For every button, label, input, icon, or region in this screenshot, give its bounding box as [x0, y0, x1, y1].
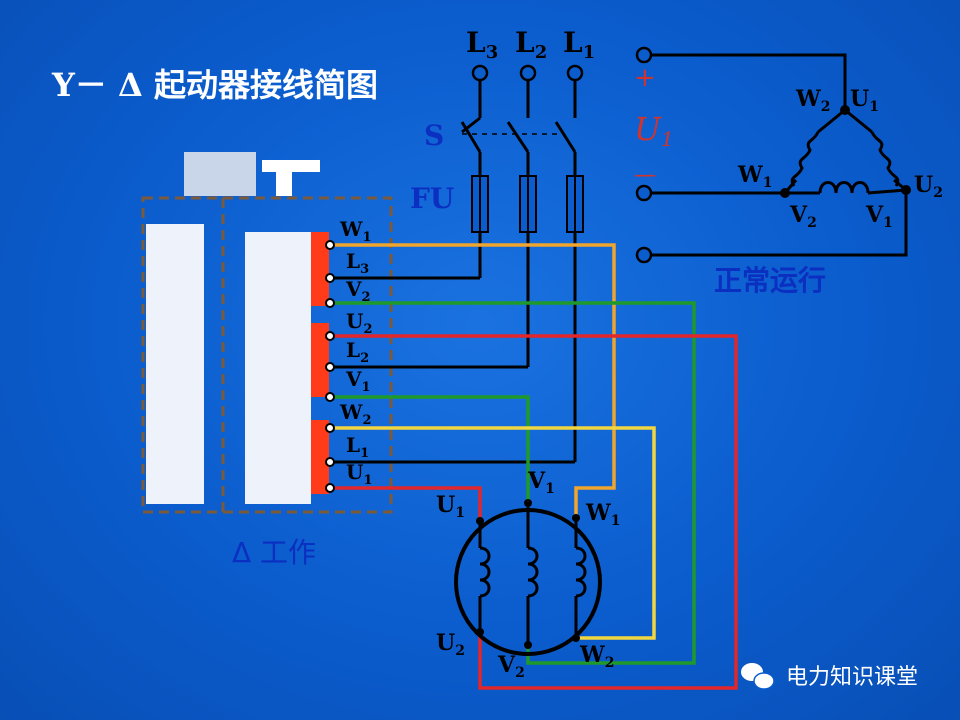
terminal-label-v1: V1: [345, 367, 371, 395]
voltage-label: U1: [634, 110, 674, 151]
plus-sign: +: [634, 63, 656, 93]
terminal-label-l1: L1: [346, 433, 369, 461]
fuse-label: FU: [410, 182, 454, 215]
terminal-l2: [519, 64, 537, 82]
label-l3: L3: [466, 26, 498, 63]
starter-left-panel: [146, 224, 204, 504]
normal-run-label: 正常运行: [714, 264, 826, 297]
motor-label-w2: W2: [579, 642, 614, 671]
colored-wires: [330, 243, 738, 690]
delta-label-v2: V2: [789, 202, 817, 231]
label-l1: L1: [563, 26, 595, 63]
contact-bar-bottom: [311, 420, 329, 494]
terminal-label-w1: W1: [339, 217, 372, 245]
starter-outline: [141, 196, 393, 514]
motor-label-v1: V1: [527, 468, 555, 497]
terminal-label-w2: W2: [339, 400, 372, 428]
contact-bar-middle: [311, 323, 329, 397]
starter-top-block: [184, 152, 256, 196]
delta-label-w1: W1: [737, 162, 772, 191]
terminal-label-u1: U1: [346, 460, 373, 488]
motor: V1 U1 W1 U2 V2 W2: [436, 468, 620, 681]
delta-label-w2: W2: [795, 86, 830, 115]
diagram-title: Y－ Δ 起动器接线简图: [51, 66, 378, 104]
motor-label-v2: V2: [497, 652, 525, 681]
starter-device: [141, 152, 393, 514]
starter-right-panel: [245, 232, 311, 504]
delta-label-u2: U2: [914, 172, 943, 201]
starter-handle: [262, 160, 320, 196]
terminal-l1: [566, 64, 584, 82]
terminal-label-l2: L2: [346, 338, 369, 366]
label-l2: L2: [515, 26, 547, 63]
delta-run-diagram: + U1 — W2 U1 W1 U2 V2 V1 正常运行: [634, 46, 943, 297]
contact-bar-top: [311, 232, 329, 306]
motor-label-w1: W1: [585, 500, 620, 529]
terminal-label-u2: U2: [346, 309, 373, 337]
motor-label-u2: U2: [436, 630, 465, 659]
switch-label: S: [424, 119, 444, 152]
terminal-label-v2: V2: [345, 277, 371, 305]
watermark: 电力知识课堂: [741, 663, 918, 690]
motor-windings: [478, 503, 587, 645]
watermark-text: 电力知识课堂: [786, 665, 918, 690]
delta-label-v1: V1: [865, 202, 893, 231]
motor-label-u1: U1: [436, 492, 465, 521]
delta-work-label: Δ 工作: [232, 536, 316, 569]
delta-label-u1: U1: [850, 86, 879, 115]
terminal-l3: [471, 64, 489, 82]
minus-sign: —: [634, 163, 656, 188]
starter-terminal-labels: W1 L3 V2 U2 L2 V1 W2 L1 U1: [339, 217, 373, 488]
starter-terminal-dots: [325, 240, 335, 493]
terminal-label-l3: L3: [346, 249, 369, 277]
